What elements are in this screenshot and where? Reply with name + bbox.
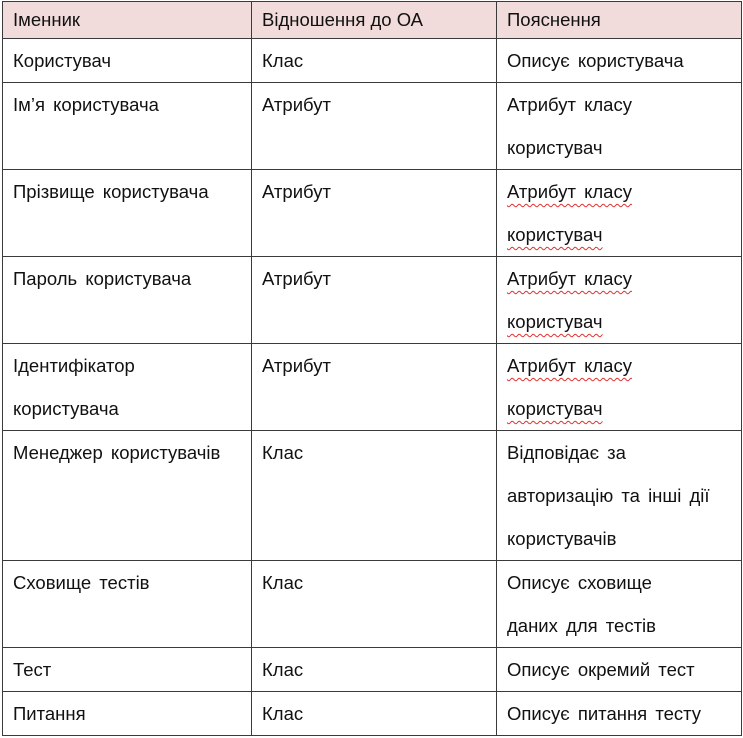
relation-text: Атрибут [262,181,331,202]
relation-text: Атрибут [262,268,331,289]
noun-cell: Ідентифікатор користувача [2,343,252,431]
noun-text: Ідентифікатор користувача [13,355,135,419]
relation-cell: Атрибут [251,256,497,344]
table-row: Тест Клас Описує окремий тест [2,647,742,692]
explanation-cell: Атрибут класу користувач [496,343,742,431]
relation-text: Клас [262,572,304,593]
table-row: Сховище тестів Клас Описує сховище даних… [2,560,742,648]
explanation-cell: Описує сховище даних для тестів [496,560,742,648]
explanation-line: Описує окремий тест [507,659,695,680]
noun-cell: Сховище тестів [2,560,252,648]
table-row: Ім’я користувача Атрибут Атрибут класу к… [2,82,742,170]
explanation-cell: Описує користувача [496,38,742,83]
explanation-cell: Атрибут класу користувач [496,82,742,170]
relation-cell: Клас [251,691,497,736]
explanation-cell: Атрибут класу користувач [496,256,742,344]
relation-cell: Клас [251,430,497,561]
noun-text: Сховище тестів [13,572,150,593]
explanation-line: Описує питання тесту [507,703,702,724]
noun-cell: Користувач [2,38,252,83]
relation-text: Атрибут [262,94,331,115]
explanation-line: Описує користувача [507,50,684,71]
explanation-line: Атрибут класу [507,181,632,202]
relation-text: Клас [262,703,304,724]
explanation-line: користувач [507,224,603,245]
table-row: Менеджер користувачів Клас Відповідає за… [2,430,742,561]
explanation-cell: Відповідає за авторизацію та інші дії ко… [496,430,742,561]
noun-cell: Прізвище користувача [2,169,252,257]
table-row: Прізвище користувача Атрибут Атрибут кла… [2,169,742,257]
relation-cell: Клас [251,38,497,83]
explanation-line: авторизацію та інші дії [507,485,710,506]
explanation-cell: Описує питання тесту [496,691,742,736]
noun-text: Питання [13,703,86,724]
noun-text: Ім’я користувача [13,94,159,115]
table-row: Пароль користувача Атрибут Атрибут класу… [2,256,742,344]
header-explanation: Пояснення [496,1,742,39]
relation-text: Клас [262,442,304,463]
noun-cell: Менеджер користувачів [2,430,252,561]
explanation-cell: Описує окремий тест [496,647,742,692]
explanation-line: Атрибут класу [507,268,632,289]
relation-cell: Клас [251,560,497,648]
table-row: Користувач Клас Описує користувача [2,38,742,83]
relation-cell: Атрибут [251,82,497,170]
explanation-line: користувач [507,311,603,332]
noun-text: Користувач [13,50,112,71]
relation-text: Клас [262,659,304,680]
relation-text: Клас [262,50,304,71]
explanation-line: користувач [507,137,603,158]
noun-cell: Тест [2,647,252,692]
relation-cell: Клас [251,647,497,692]
explanation-line: Описує сховище [507,572,652,593]
relation-text: Атрибут [262,355,331,376]
noun-text: Менеджер користувачів [13,442,221,463]
noun-text: Пароль користувача [13,268,192,289]
relation-cell: Атрибут [251,169,497,257]
table-row: Ідентифікатор користувача Атрибут Атрибу… [2,343,742,431]
explanation-line: даних для тестів [507,615,656,636]
header-noun: Іменник [2,1,252,39]
noun-text: Прізвище користувача [13,181,209,202]
explanation-cell: Атрибут класу користувач [496,169,742,257]
explanation-line: Атрибут класу [507,355,632,376]
explanation-line: користувачів [507,528,617,549]
relation-cell: Атрибут [251,343,497,431]
noun-text: Тест [13,659,52,680]
explanation-line: Відповідає за [507,442,626,463]
table-header-row: Іменник Відношення до ОА Пояснення [2,1,742,39]
header-relation: Відношення до ОА [251,1,497,39]
table-row: Питання Клас Описує питання тесту [2,691,742,736]
noun-cell: Пароль користувача [2,256,252,344]
noun-cell: Ім’я користувача [2,82,252,170]
explanation-line: користувач [507,398,603,419]
noun-cell: Питання [2,691,252,736]
explanation-line: Атрибут класу [507,94,632,115]
